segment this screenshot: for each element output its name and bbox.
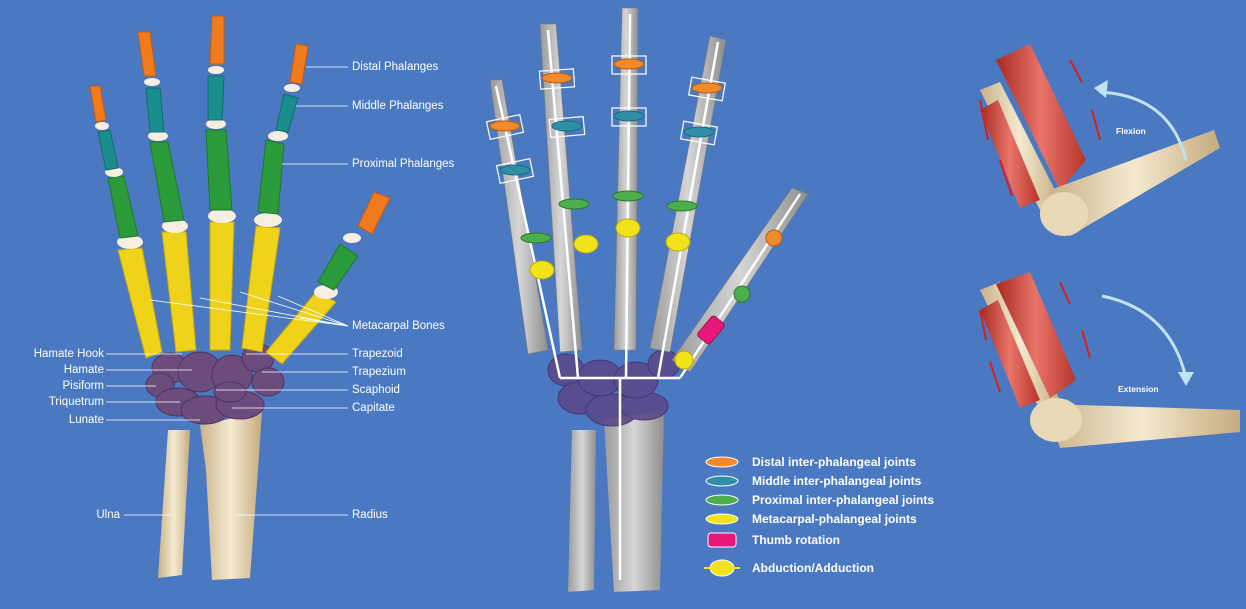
anatomy-hand (90, 16, 390, 580)
label-capitate: Capitate (352, 401, 395, 415)
label-ulna: Ulna (96, 508, 120, 522)
label-extension: Extension (1118, 384, 1159, 394)
metacarpal-joint-icon (702, 510, 742, 528)
proximal-joint-icon (702, 491, 742, 509)
label-hamate: Hamate (64, 363, 104, 377)
carpal-bones (146, 344, 284, 424)
label-radius: Radius (352, 508, 388, 522)
legend-item-metacarpal: Metacarpal-phalangeal joints (702, 510, 917, 528)
label-triquetrum: Triquetrum (49, 395, 104, 409)
distal-joint-icon (702, 453, 742, 471)
distal-phalanges (90, 16, 390, 234)
ulna-bone (158, 430, 190, 578)
radius-bone (200, 412, 262, 580)
thumb-rotation-icon (702, 531, 742, 549)
middle-joint-icon (702, 472, 742, 490)
label-pisiform: Pisiform (62, 379, 104, 393)
label-distal-phalanges: Distal Phalanges (352, 60, 438, 74)
label-trapezium: Trapezium (352, 365, 406, 379)
label-flexion: Flexion (1116, 126, 1146, 136)
legend-label: Abduction/Adduction (752, 561, 874, 575)
metacarpal-bones (118, 222, 336, 364)
label-proximal-phalanges: Proximal Phalanges (352, 157, 454, 171)
label-metacarpal-bones: Metacarpal Bones (352, 319, 445, 333)
legend-item-proximal: Proximal inter-phalangeal joints (702, 491, 934, 509)
label-lunate: Lunate (69, 413, 104, 427)
label-hamate-hook: Hamate Hook (34, 347, 104, 361)
legend-label: Distal inter-phalangeal joints (752, 455, 916, 469)
legend-item-abduction: Abduction/Adduction (702, 559, 874, 577)
legend-item-middle: Middle inter-phalangeal joints (702, 472, 921, 490)
label-trapezoid: Trapezoid (352, 347, 403, 361)
legend-label: Proximal inter-phalangeal joints (752, 493, 934, 507)
legend-label: Metacarpal-phalangeal joints (752, 512, 917, 526)
legend-item-thumb-rotation: Thumb rotation (702, 531, 840, 549)
elbow-extension (980, 272, 1240, 448)
abduction-icon (702, 559, 742, 577)
label-middle-phalanges: Middle Phalanges (352, 99, 443, 113)
legend-label: Thumb rotation (752, 533, 840, 547)
legend-item-distal: Distal inter-phalangeal joints (702, 453, 916, 471)
elbow-flexion (980, 44, 1220, 236)
label-scaphoid: Scaphoid (352, 383, 400, 397)
legend-label: Middle inter-phalangeal joints (752, 474, 921, 488)
